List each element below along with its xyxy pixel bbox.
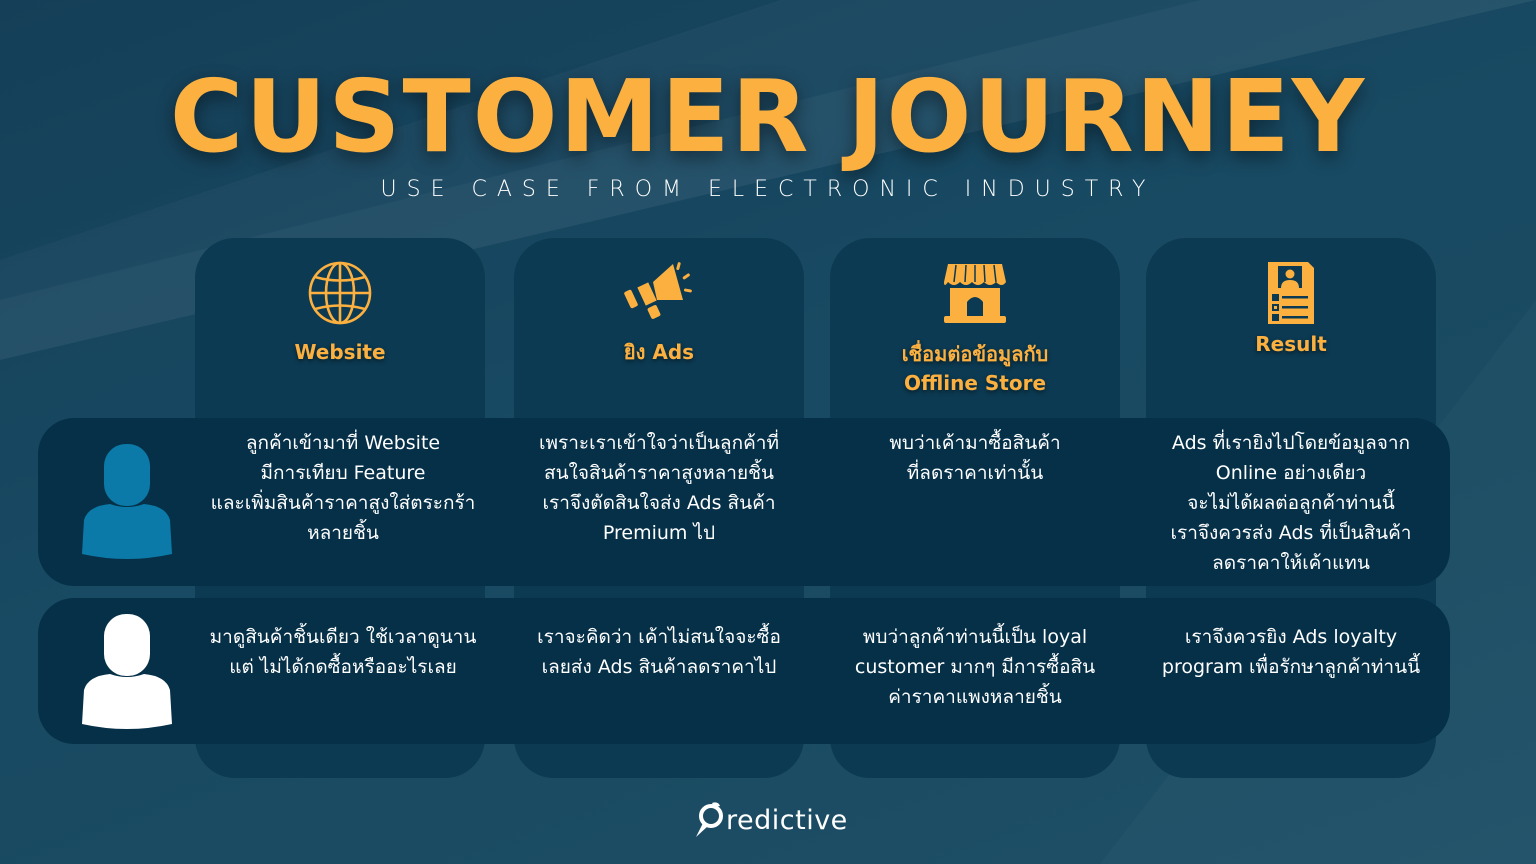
- cell-ads: เพราะเราเข้าใจว่าเป็นลูกค้าที่ สนใจสินค้…: [539, 432, 779, 544]
- cell-offline-store: พบว่าเค้ามาซื้อสินค้า ที่ลดราคาเท่านั้น: [889, 432, 1061, 484]
- column-label-line1: เชื่อมต่อข้อมูลกับ: [901, 342, 1049, 366]
- column-label: ยิง Ads: [623, 340, 695, 364]
- user-icon-blue: [82, 444, 172, 559]
- cell-result: เราจึงควรยิง Ads loyalty program เพื่อรั…: [1161, 626, 1421, 678]
- column-label-line2: Offline Store: [903, 371, 1047, 395]
- megaphone-icon: [514, 258, 804, 328]
- column-label: Result: [1255, 332, 1327, 356]
- journey-row-1: ลูกค้าเข้ามาที่ Website มีการเทียบ Featu…: [38, 418, 1450, 586]
- column-label: Website: [294, 340, 386, 364]
- predictive-logo: redictive: [694, 800, 854, 840]
- page-subtitle: USE CASE FROM ELECTRONIC INDUSTRY: [380, 177, 1156, 202]
- column-label: เชื่อมต่อข้อมูลกับ Offline Store: [830, 340, 1120, 398]
- magnifier-p-icon: [696, 802, 723, 837]
- store-icon: [830, 258, 1120, 328]
- cell-website: ลูกค้าเข้ามาที่ Website มีการเทียบ Featu…: [210, 432, 476, 544]
- page-title: CUSTOMER JOURNEY: [169, 58, 1367, 175]
- user-icon-white: [82, 614, 172, 729]
- globe-icon: [195, 258, 485, 328]
- cell-offline-store: พบว่าลูกค้าท่านนี้เป็น loyal customer มา…: [854, 626, 1096, 708]
- cell-result: Ads ที่เรายิงไปโดยข้อมูลจาก Online อย่าง…: [1170, 432, 1412, 574]
- cell-ads: เราจะคิดว่า เค้าไม่สนใจจะซื้อ เลยส่ง Ads…: [537, 626, 781, 678]
- journey-row-2: มาดูสินค้าชิ้นเดียว ใช้เวลาดูนาน แต่ ไม่…: [38, 598, 1450, 744]
- resume-checklist-icon: [1146, 258, 1436, 328]
- logo-text: redictive: [726, 804, 848, 836]
- cell-website: มาดูสินค้าชิ้นเดียว ใช้เวลาดูนาน แต่ ไม่…: [209, 626, 477, 678]
